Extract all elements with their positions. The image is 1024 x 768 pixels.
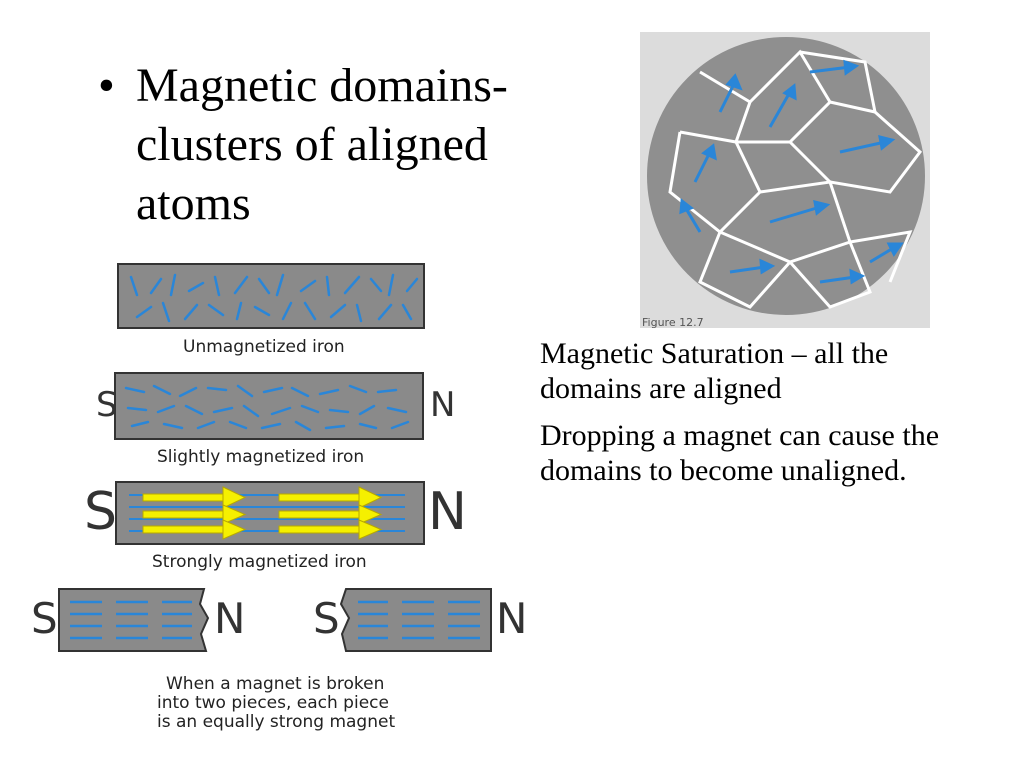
broken-caption-line-1: When a magnet is broken <box>166 674 385 694</box>
side-text-block: Magnetic Saturation – all the domains ar… <box>540 336 940 500</box>
broken-caption-line-3: is an equally strong magnet <box>157 712 396 732</box>
unmagnetized-caption: Unmagnetized iron <box>183 337 345 357</box>
pole-south-strong: S <box>84 482 118 542</box>
saturation-paragraph: Magnetic Saturation – all the domains ar… <box>540 337 889 405</box>
broken-piece-right <box>339 588 492 652</box>
pole-south-piece-1: S <box>31 594 58 643</box>
bullet-item: Magnetic domains- clusters of aligned at… <box>98 56 598 233</box>
figure-corner-label: Figure 12.7 <box>642 316 704 328</box>
unmagnetized-iron-bar <box>117 263 425 329</box>
pole-north-strong: N <box>428 482 467 542</box>
bullet-list: Magnetic domains- clusters of aligned at… <box>98 56 598 233</box>
broken-caption-line-2: into two pieces, each piece <box>157 693 389 713</box>
strongly-magnetized-iron-bar <box>115 481 425 545</box>
broken-piece-left <box>58 588 210 652</box>
slightly-caption: Slightly magnetized iron <box>157 447 365 467</box>
pole-north-slight: N <box>430 385 456 425</box>
pole-north-piece-2: N <box>496 594 528 643</box>
pole-south-slight: S <box>96 385 118 425</box>
domains-circle-figure: Figure 12.7 <box>640 32 930 328</box>
pole-north-piece-1: N <box>214 594 246 643</box>
pole-south-piece-2: S <box>313 594 340 643</box>
slightly-magnetized-iron-bar <box>114 372 424 440</box>
dropping-paragraph: Dropping a magnet can cause the domains … <box>540 419 940 487</box>
strongly-caption: Strongly magnetized iron <box>152 552 367 572</box>
